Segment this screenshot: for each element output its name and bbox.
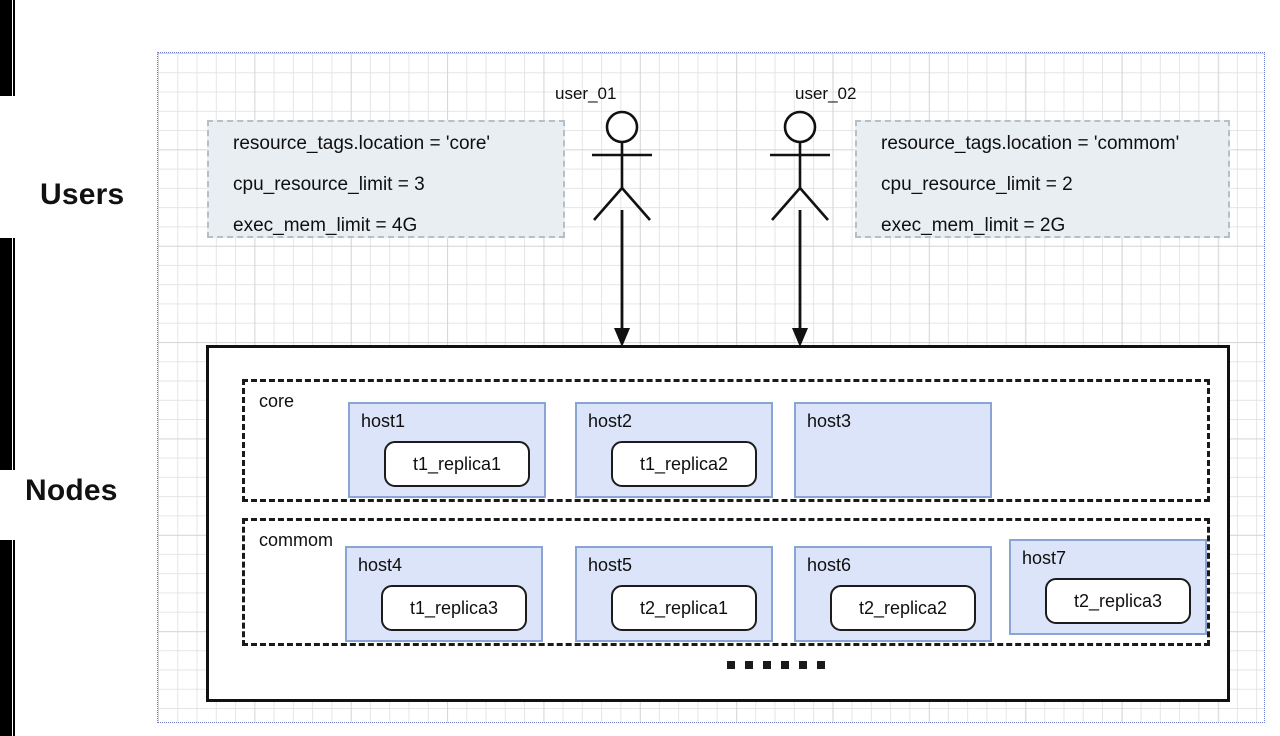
host-label-host2: host2 bbox=[588, 411, 633, 431]
left-edge-marker-segment-top bbox=[0, 0, 12, 96]
section-label-nodes: Nodes bbox=[25, 474, 118, 507]
replica-box-t1-replica3[interactable]: t1_replica3 bbox=[381, 585, 527, 631]
actor-stick-figure-icon-user-01 bbox=[592, 110, 652, 221]
host-label-host1: host1 bbox=[361, 411, 406, 431]
host-box-host1[interactable]: host1 t1_replica1 bbox=[348, 402, 546, 498]
ellipsis-dot bbox=[727, 661, 735, 669]
ellipsis-dots-icon bbox=[727, 661, 825, 669]
host-box-host3[interactable]: host3 bbox=[794, 402, 992, 498]
section-label-users: Users bbox=[40, 178, 125, 211]
replica-box-t2-replica1[interactable]: t2_replica1 bbox=[611, 585, 757, 631]
left-edge-marker-segment-bottom bbox=[0, 540, 12, 736]
policy-cpu-rule-user-02: cpu_resource_limit = 2 bbox=[881, 174, 1073, 195]
policy-cpu-rule-user-01: cpu_resource_limit = 3 bbox=[233, 174, 425, 195]
host-label-host3: host3 bbox=[807, 411, 852, 431]
node-group-label-commom: commom bbox=[259, 530, 334, 550]
policy-location-rule-user-02: resource_tags.location = 'commom' bbox=[881, 133, 1180, 154]
host-box-host7[interactable]: host7 t2_replica3 bbox=[1009, 539, 1207, 635]
host-label-host6: host6 bbox=[807, 555, 852, 575]
actor-stick-figure-icon-user-02 bbox=[770, 110, 830, 221]
policy-mem-rule-user-01: exec_mem_limit = 4G bbox=[233, 215, 418, 236]
policy-note-user-01: resource_tags.location = 'core' cpu_reso… bbox=[207, 120, 565, 238]
host-label-host4: host4 bbox=[358, 555, 403, 575]
ellipsis-dot bbox=[763, 661, 771, 669]
node-group-label-core: core bbox=[259, 391, 295, 411]
ellipsis-dot bbox=[745, 661, 753, 669]
policy-location-rule-user-01: resource_tags.location = 'core' bbox=[233, 133, 491, 154]
down-arrow-icon-user-02 bbox=[792, 210, 808, 347]
ellipsis-dot bbox=[781, 661, 789, 669]
left-edge-marker-line-top bbox=[13, 0, 15, 96]
ellipsis-dot bbox=[799, 661, 807, 669]
nodes-container: core host1 t1_replica1 host2 t1_replica2… bbox=[206, 345, 1230, 702]
policy-mem-rule-user-02: exec_mem_limit = 2G bbox=[881, 215, 1066, 236]
policy-note-user-02: resource_tags.location = 'commom' cpu_re… bbox=[855, 120, 1230, 238]
actor-label-user-02: user_02 bbox=[795, 84, 857, 103]
host-box-host6[interactable]: host6 t2_replica2 bbox=[794, 546, 992, 642]
host-box-host4[interactable]: host4 t1_replica3 bbox=[345, 546, 543, 642]
ellipsis-dot bbox=[817, 661, 825, 669]
left-edge-marker-segment-middle bbox=[0, 238, 12, 470]
left-edge-marker-line-middle bbox=[13, 238, 15, 470]
actor-label-user-01: user_01 bbox=[555, 84, 617, 103]
left-edge-marker-line-bottom bbox=[13, 540, 15, 736]
host-label-host7: host7 bbox=[1022, 548, 1067, 568]
host-label-host5: host5 bbox=[588, 555, 633, 575]
node-group-commom: commom bbox=[242, 518, 1210, 646]
node-group-core: core bbox=[242, 379, 1210, 502]
host-box-host2[interactable]: host2 t1_replica2 bbox=[575, 402, 773, 498]
down-arrow-icon-user-01 bbox=[614, 210, 630, 347]
replica-box-t2-replica3[interactable]: t2_replica3 bbox=[1045, 578, 1191, 624]
host-box-host5[interactable]: host5 t2_replica1 bbox=[575, 546, 773, 642]
replica-box-t2-replica2[interactable]: t2_replica2 bbox=[830, 585, 976, 631]
replica-box-t1-replica1[interactable]: t1_replica1 bbox=[384, 441, 530, 487]
replica-box-t1-replica2[interactable]: t1_replica2 bbox=[611, 441, 757, 487]
